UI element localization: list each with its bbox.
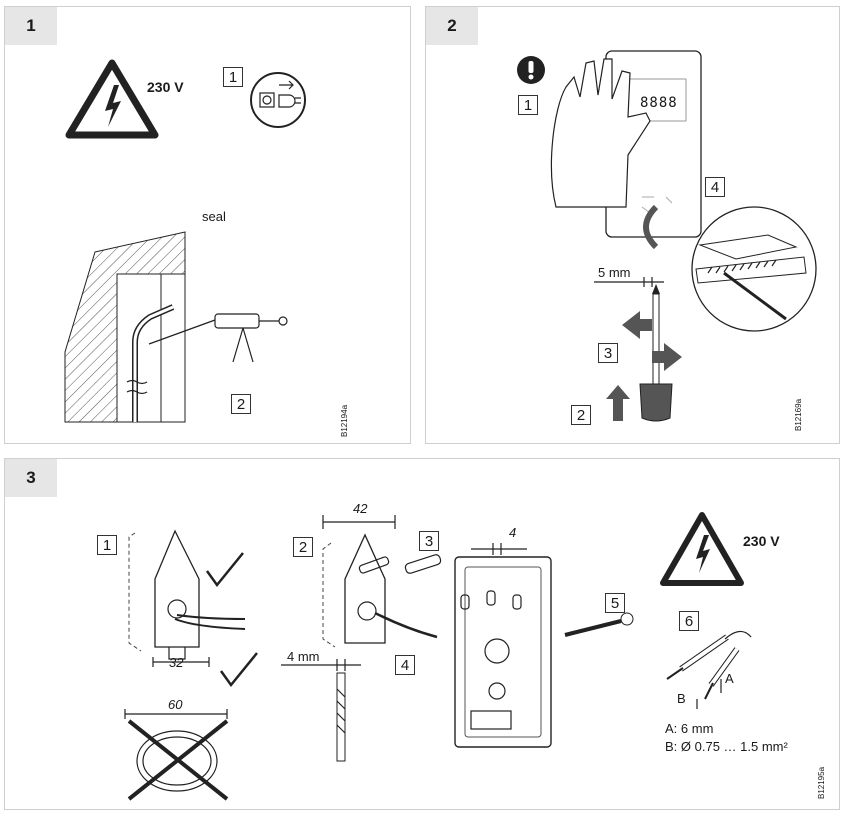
figure-code: B12195a xyxy=(817,766,826,799)
dim-60: 60 xyxy=(168,697,183,712)
step-3-box: 3 xyxy=(598,343,618,363)
wall-plug-icon xyxy=(404,554,442,574)
backplate-mounting-illustration xyxy=(322,533,438,648)
dim-32-line xyxy=(152,657,210,667)
step-2-box: 2 xyxy=(231,394,251,414)
step-4-box: 4 xyxy=(705,177,725,197)
step-2-box: 2 xyxy=(571,405,591,425)
dim-b: B xyxy=(677,691,686,706)
panel-1: 1 230 V 1 seal 2 B12194a xyxy=(4,6,411,444)
cross-icon xyxy=(127,719,229,801)
backplate-correct-illustration xyxy=(128,529,246,660)
panel-3: 3 1 32 60 2 42 3 4 mm xyxy=(4,458,840,810)
drill-bit-icon xyxy=(281,659,361,762)
spec-a: A: 6 mm xyxy=(665,721,714,736)
round-box-not-allowed xyxy=(124,709,228,792)
gap-dimension xyxy=(594,277,664,287)
wire-strip-illustration xyxy=(666,630,752,709)
spec-b: B: Ø 0.75 … 1.5 mm² xyxy=(665,739,788,754)
electric-warning-icon xyxy=(65,59,159,139)
step-5-box: 5 xyxy=(605,593,625,613)
drill-label: 4 mm xyxy=(287,649,320,664)
device-display: 8888 xyxy=(640,95,678,111)
electric-warning-icon xyxy=(660,512,744,586)
gap-label: 5 mm xyxy=(598,265,631,280)
figure-code: B12169a xyxy=(794,398,803,431)
step-3-box: 3 xyxy=(419,531,439,551)
screw-icon xyxy=(564,612,661,637)
step-2-box: 2 xyxy=(293,537,313,557)
dim-a: A xyxy=(725,671,734,686)
backplate-illustration xyxy=(454,556,552,748)
step-4-box: 4 xyxy=(395,655,415,675)
warning-voltage: 230 V xyxy=(147,79,184,95)
step-1-box: 1 xyxy=(518,95,538,115)
attention-icon xyxy=(517,56,545,84)
screwdriver-icon xyxy=(639,284,673,422)
dim-42-line xyxy=(322,515,396,529)
panel-2: 2 1 8888 4 5 mm 3 2 B12169a xyxy=(425,6,840,444)
step-6-box: 6 xyxy=(679,611,699,631)
step-1-box: 1 xyxy=(223,67,243,87)
seal-label: seal xyxy=(202,209,226,224)
panel-2-number: 2 xyxy=(426,7,478,45)
release-detail-illustration xyxy=(643,204,817,332)
push-up-arrow-icon xyxy=(606,385,630,421)
warning-voltage: 230 V xyxy=(743,533,780,549)
checkmark-icon xyxy=(219,652,258,688)
figure-code: B12194a xyxy=(340,404,349,437)
dim-4-line xyxy=(471,543,527,555)
panel-3-number: 3 xyxy=(5,459,57,497)
checkmark-icon xyxy=(205,552,244,588)
dim-4: 4 xyxy=(509,525,517,540)
panel-1-number: 1 xyxy=(5,7,57,45)
step-1-box: 1 xyxy=(97,535,117,555)
device-and-hand-illustration xyxy=(550,50,702,238)
move-arrows-icon xyxy=(622,311,682,371)
dim-42: 42 xyxy=(353,501,368,516)
wall-seal-illustration xyxy=(64,231,288,423)
unplug-icon xyxy=(250,72,306,128)
